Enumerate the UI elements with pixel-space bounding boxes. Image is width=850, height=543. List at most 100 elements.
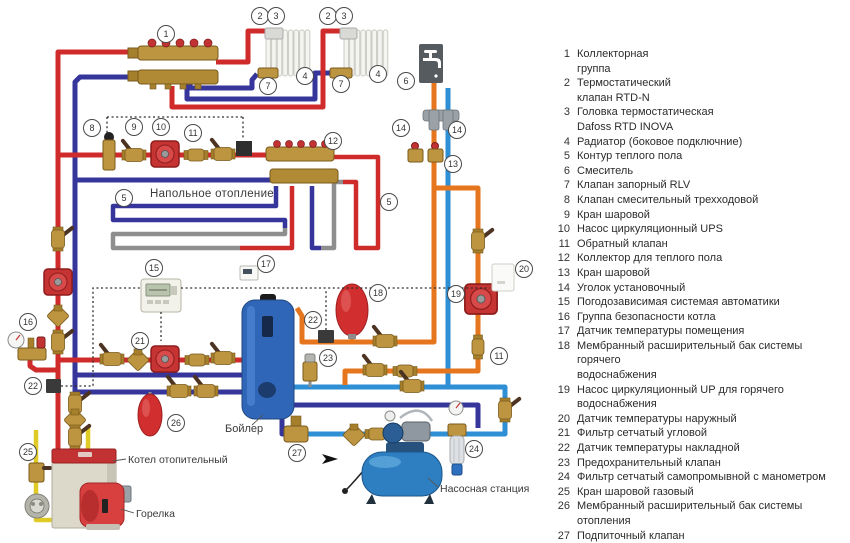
callout-circle-17: 17	[257, 255, 275, 273]
legend-item-number: 13	[557, 266, 570, 279]
legend-item-text: Уголок установочный	[577, 281, 686, 294]
ball-valve	[164, 373, 192, 398]
svg-text:11: 11	[188, 128, 197, 138]
svg-text:23: 23	[323, 353, 333, 363]
angle-filter	[46, 304, 70, 328]
legend-item-number: 6	[563, 164, 570, 177]
svg-text:8: 8	[89, 123, 94, 133]
callout-circle-5: 5	[115, 189, 133, 207]
svg-text:26: 26	[171, 418, 181, 428]
svg-text:16: 16	[23, 317, 33, 327]
legend-item: 11 Обратный клапан	[556, 237, 846, 252]
callout-circle-16: 16	[19, 313, 37, 331]
svg-text:10: 10	[156, 122, 166, 132]
callout-circle-13: 13	[444, 155, 462, 173]
svg-text:11: 11	[494, 351, 503, 361]
svg-text:3: 3	[341, 11, 346, 21]
fitting	[184, 353, 210, 367]
legend-item: 8 Клапан смесительный трехходовой	[556, 193, 846, 208]
ball-valve	[191, 373, 219, 398]
svg-text:22: 22	[308, 315, 318, 325]
gas-valve-25	[28, 462, 52, 483]
legend-item-number: 7	[563, 179, 570, 192]
callout-circle-21: 21	[131, 332, 149, 350]
room-temp-sensor-17	[239, 265, 259, 281]
dhw-tank-boiler	[241, 294, 295, 420]
legend-item-text: Датчик температуры наружный	[577, 412, 737, 425]
pipe-temp-sensor-22	[46, 379, 61, 393]
pipe-temp-sensor-22	[318, 330, 334, 343]
legend-item-number: 18	[557, 339, 570, 352]
svg-text:18: 18	[373, 288, 383, 298]
callout-circle-15: 15	[145, 259, 163, 277]
callout-circle-7: 7	[332, 75, 350, 93]
pointer-line	[251, 414, 264, 426]
legend-item: 20 Датчик температуры наружный	[556, 412, 846, 427]
ball-valves-13	[407, 142, 444, 163]
svg-text:7: 7	[338, 79, 343, 89]
collector-group-1	[127, 38, 219, 90]
svg-text:13: 13	[448, 159, 458, 169]
makeup-valve-27	[283, 415, 309, 443]
heating-schematic-diagram: Напольное отопление Котел отопительный Г…	[7, 7, 533, 530]
floor-loop-right	[309, 154, 381, 251]
svg-text:21: 21	[135, 336, 145, 346]
pump-station-label: Насосная станция	[440, 483, 529, 495]
three-way-valve-8	[102, 132, 116, 171]
svg-text:2: 2	[257, 11, 262, 21]
callout-circle-22: 22	[24, 377, 42, 395]
legend-item-text: Кран шаровой	[577, 208, 650, 221]
legend-item-number: 22	[557, 442, 570, 455]
legend-item-text: Кран шаровой газовый	[577, 485, 694, 498]
pointer-line	[120, 508, 135, 514]
callout-circle-1: 1	[157, 25, 175, 43]
legend-item-text: Фильтр сетчатый угловой	[577, 427, 707, 440]
svg-text:7: 7	[265, 81, 270, 91]
svg-text:24: 24	[469, 444, 479, 454]
legend-item-text: Обратный клапан	[577, 237, 668, 250]
legend-item-number: 15	[557, 296, 570, 309]
legend-item-number: 16	[557, 310, 570, 323]
check-valve-11	[471, 334, 485, 360]
legend-item-number: 11	[558, 237, 570, 250]
callout-circle-8: 8	[83, 119, 101, 137]
legend-item-text: Контур теплого пола	[577, 150, 683, 163]
legend-item-number: 2	[563, 77, 570, 90]
callout-circle-3: 3	[335, 7, 353, 25]
legend-item-text: Коллекторная группа	[577, 48, 649, 75]
legend-item-number: 23	[557, 456, 570, 469]
legend-item-number: 21	[557, 427, 570, 440]
ball-valve-9	[119, 137, 147, 162]
svg-text:6: 6	[403, 76, 408, 86]
callout-circle-2: 2	[319, 7, 337, 25]
svg-text:4: 4	[375, 69, 380, 79]
legend-item-text: Подпиточный клапан	[577, 529, 685, 542]
callout-circle-5: 5	[380, 193, 398, 211]
legend-item-number: 20	[557, 412, 570, 425]
callout-circle-27: 27	[288, 444, 306, 462]
automation-relay-box	[236, 141, 252, 156]
svg-text:5: 5	[386, 197, 391, 207]
callout-circle-23: 23	[319, 349, 337, 367]
dhw-expansion-tank-18	[335, 283, 369, 339]
svg-text:14: 14	[396, 123, 406, 133]
svg-text:22: 22	[28, 381, 38, 391]
burner-label: Горелка	[136, 508, 175, 520]
legend-item-number: 8	[563, 193, 570, 206]
svg-text:1: 1	[163, 29, 168, 39]
callout-circle-18: 18	[369, 284, 387, 302]
legend-item-number: 17	[557, 325, 570, 338]
legend-item-text: Клапан смесительный трехходовой	[577, 193, 759, 206]
